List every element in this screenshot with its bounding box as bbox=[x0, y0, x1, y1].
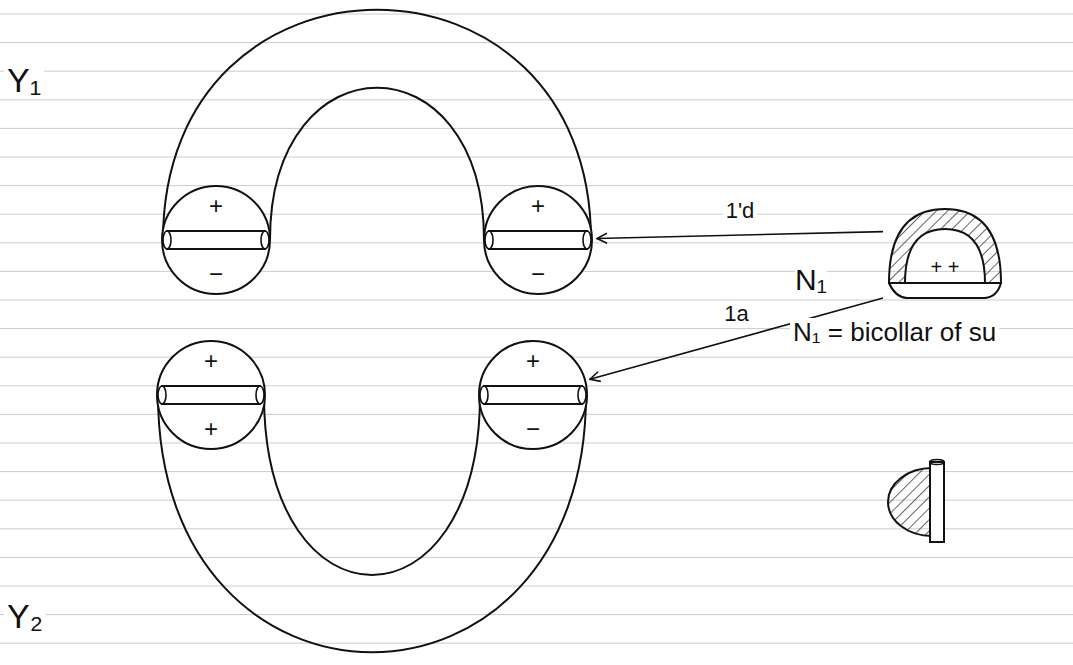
ruled-line bbox=[0, 99, 1073, 100]
ruled-line bbox=[0, 14, 1073, 15]
sign-mark: + bbox=[161, 194, 271, 218]
ruled-line bbox=[0, 128, 1073, 129]
sphere-node: ++ bbox=[156, 340, 266, 450]
top-handle-inner bbox=[270, 88, 484, 240]
sphere-node: +− bbox=[483, 185, 593, 295]
ruled-lines bbox=[0, 14, 1073, 643]
space-name: Y₂ bbox=[4, 598, 46, 635]
ruled-line bbox=[0, 557, 1073, 558]
map-arrow bbox=[597, 232, 883, 239]
sign-mark: + + bbox=[885, 257, 1005, 277]
ruled-line bbox=[0, 71, 1073, 72]
sphere-node: +− bbox=[161, 185, 271, 295]
sphere-node: +− bbox=[478, 340, 588, 450]
sign-mark: + bbox=[156, 349, 266, 373]
sign-mark: − bbox=[161, 262, 271, 286]
ruled-line bbox=[0, 300, 1073, 301]
ruled-line bbox=[0, 42, 1073, 43]
sign-mark: + bbox=[156, 417, 266, 441]
collar-node: N₁+ + bbox=[885, 205, 1005, 300]
part-name: N₁ bbox=[795, 265, 827, 295]
bottom-handle-inner bbox=[264, 395, 480, 575]
sign-mark: − bbox=[483, 262, 593, 286]
ruled-line bbox=[0, 157, 1073, 158]
sign-mark: − bbox=[478, 417, 588, 441]
ruled-line bbox=[0, 643, 1073, 644]
ruled-line bbox=[0, 614, 1073, 615]
sign-mark: + bbox=[478, 349, 588, 373]
map-label: 1'd bbox=[723, 199, 758, 223]
handles bbox=[158, 10, 591, 653]
sign-mark: + bbox=[483, 194, 593, 218]
ruled-line bbox=[0, 586, 1073, 587]
collar-outline bbox=[885, 205, 1005, 300]
note-text: N₁ = bicollar of su bbox=[790, 318, 999, 347]
half-disk-sketch bbox=[888, 460, 944, 543]
space-name: Y₁ bbox=[4, 62, 44, 99]
map-label: 1a bbox=[721, 302, 751, 326]
